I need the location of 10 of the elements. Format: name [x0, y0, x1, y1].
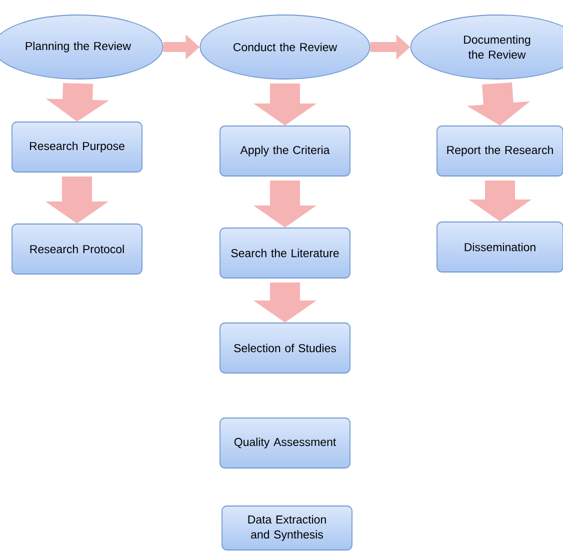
- process-box: Research Purpose: [12, 122, 142, 172]
- process-box: Report the Research: [436, 126, 563, 176]
- process-box: Selection of Studies: [220, 322, 350, 374]
- process-box: Dissemination: [436, 222, 563, 272]
- process-box: Apply the Criteria: [220, 126, 350, 176]
- process-box: Data Extraction and Synthesis: [222, 506, 352, 550]
- process-box: Research Protocol: [12, 224, 142, 274]
- ellipse-node: Conduct the Review: [200, 14, 370, 80]
- process-box: Search the Literature: [220, 228, 350, 278]
- process-box: Quality Assessment: [220, 418, 350, 468]
